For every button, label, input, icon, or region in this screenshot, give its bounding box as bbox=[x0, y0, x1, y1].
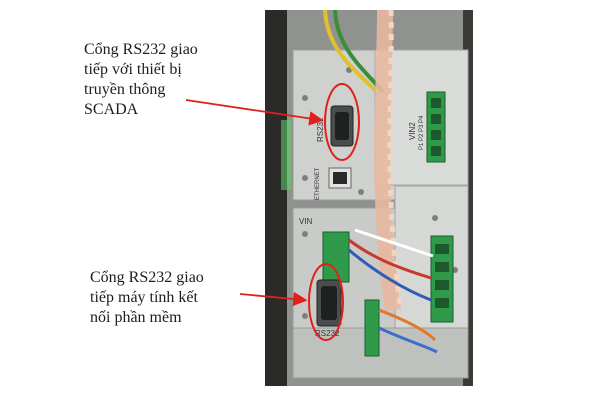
label-pins: P1 P2 P3 P4 bbox=[419, 115, 425, 150]
annotation-scada-rs232: Cổng RS232 giao tiếp với thiết bị truyền… bbox=[84, 40, 198, 120]
annotation-line: nối phần mềm bbox=[90, 309, 182, 326]
label-rs232-top: RS232 bbox=[316, 117, 325, 142]
annotation-line: Cổng RS232 giao bbox=[90, 269, 204, 286]
label-ethernet: ETHERNET bbox=[315, 167, 321, 200]
annotation-pc-rs232: Cổng RS232 giao tiếp máy tính kết nối ph… bbox=[90, 268, 204, 328]
panel-illustration bbox=[265, 10, 473, 386]
annotation-line: Cổng RS232 giao bbox=[84, 41, 198, 58]
label-vin2: VIN2 bbox=[408, 122, 417, 140]
label-rs232-bottom: RS232 bbox=[315, 329, 340, 338]
annotation-line: tiếp với thiết bị bbox=[84, 61, 182, 78]
device-label-layer: RS232 ETHERNET VIN2 P1 P2 P3 P4 VIN RS23… bbox=[299, 115, 425, 338]
annotation-line: SCADA bbox=[84, 101, 139, 118]
annotation-line: truyền thông bbox=[84, 81, 166, 98]
label-vin-left: VIN bbox=[299, 217, 313, 226]
annotation-line: tiếp máy tính kết bbox=[90, 289, 198, 306]
controller-panel-photo: RS232 ETHERNET VIN2 P1 P2 P3 P4 VIN RS23… bbox=[265, 10, 473, 386]
